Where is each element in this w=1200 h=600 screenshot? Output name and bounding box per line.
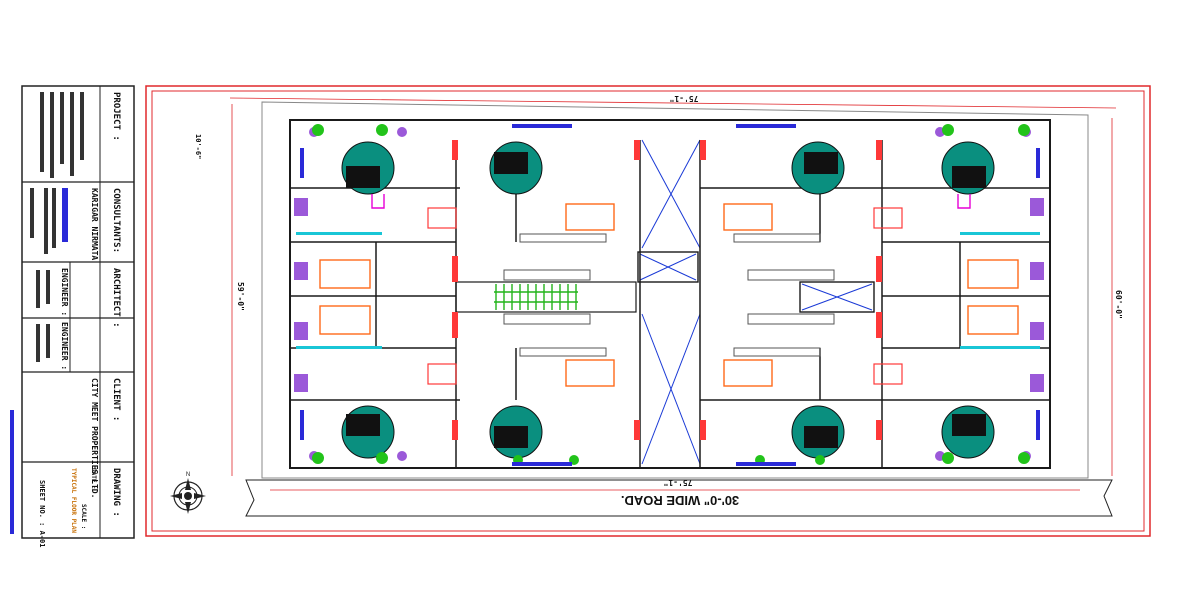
consultant-logo-strip	[62, 188, 68, 242]
light-well-top	[641, 139, 701, 249]
stair-treads	[494, 284, 578, 310]
date-label: DATE :	[90, 468, 97, 490]
sheet-number: SHEET NO. : A-01	[38, 480, 46, 547]
title-block: PROJECT : CONSULTANTS: KARIGAR NIRMATA A…	[10, 85, 135, 547]
project-label: PROJECT :	[111, 92, 121, 141]
drawing-label: DRAWING :	[111, 468, 121, 517]
road-label: 30'-0" WIDE ROAD.	[621, 493, 739, 508]
balcony-rails	[296, 232, 1040, 349]
engineer-label-2: ENGINEER :	[60, 322, 69, 370]
lift-shaft-left	[637, 251, 699, 283]
project-address-lines	[40, 92, 84, 178]
bath-fixtures	[294, 127, 1044, 461]
engineer-label-1: ENGINEER :	[60, 268, 69, 316]
client-label: CLIENT :	[111, 378, 121, 421]
plot-frame-inner	[151, 90, 1145, 532]
plot-boundary	[261, 101, 1089, 479]
building-plan	[289, 119, 1051, 469]
wash-basins	[371, 194, 971, 209]
north-arrow-icon: N	[170, 472, 206, 514]
scale-label: SCALE :	[80, 504, 87, 529]
bottom-width-dimension: 75'-1"	[664, 478, 693, 487]
footer-blue-strip	[10, 410, 14, 534]
dining-tables	[427, 207, 903, 385]
left-height-dimension: 59'-0"	[236, 282, 245, 311]
interior-walls	[290, 140, 1050, 468]
tv-units	[346, 152, 986, 448]
road: 30'-0" WIDE ROAD.	[245, 479, 1113, 517]
sofas	[503, 233, 835, 357]
plot-frame-outer	[145, 85, 1151, 537]
balcony-plants	[312, 124, 1030, 465]
windows	[300, 124, 1040, 466]
light-well-bottom	[641, 313, 701, 465]
top-width-dimension: 75'-1"	[670, 94, 699, 103]
left-offset-dimension: 10'-6"	[194, 134, 202, 159]
stair-core	[455, 281, 637, 313]
columns	[452, 140, 882, 440]
dimensions: 75'-1" 59'-0" 60'-0" 10'-6" 75'-1"	[194, 94, 1123, 491]
lift-shaft-right	[799, 281, 875, 313]
drawing-title: TYPICAL FLOOR PLAN	[70, 468, 77, 533]
architect-label: ARCHITECT :	[111, 268, 121, 328]
consultants-label: CONSULTANTS:	[111, 188, 121, 253]
north-label: N	[186, 472, 190, 478]
right-height-dimension: 60'-0"	[1114, 290, 1123, 319]
bedroom-beds	[319, 203, 1019, 387]
client-name: CITY MEET PROPERTIES LTD.	[90, 378, 99, 498]
consultant-name: KARIGAR NIRMATA	[90, 188, 99, 260]
